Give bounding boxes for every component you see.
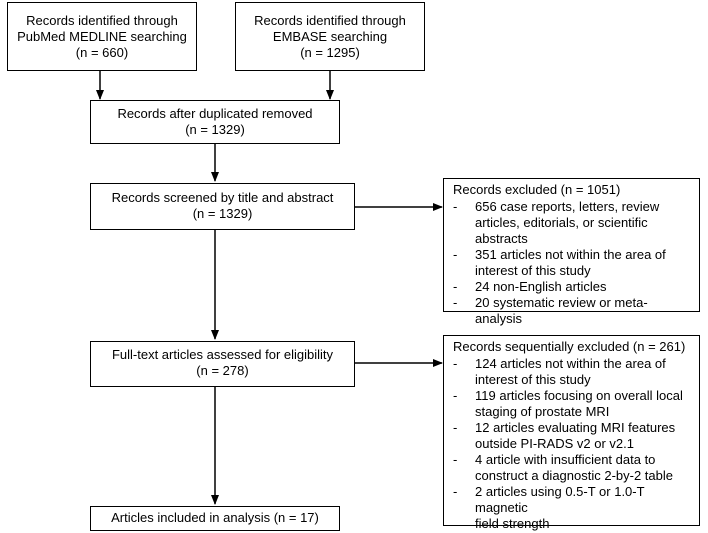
item-line: 119 articles focusing on overall local xyxy=(475,388,683,403)
item-line: interest of this study xyxy=(475,372,591,387)
item-line: staging of prostate MRI xyxy=(475,404,610,419)
fulltext-line-2: (n = 278) xyxy=(196,363,249,378)
item-line: abstracts xyxy=(475,231,528,246)
screening-excluded-item: - 656 case reports, letters, review arti… xyxy=(453,199,693,247)
item-line: 351 articles not within the area of xyxy=(475,247,666,262)
bullet-dash: - xyxy=(453,420,458,435)
fulltext-excluded-item: - 119 articles focusing on overall local… xyxy=(453,388,693,420)
item-line: 656 case reports, letters, review xyxy=(475,199,660,214)
fulltext-excluded-item: - 4 article with insufficient data to co… xyxy=(453,452,693,484)
item-line: construct a diagnostic 2-by-2 table xyxy=(475,468,673,483)
fulltext-excluded-item: - 12 articles evaluating MRI features ou… xyxy=(453,420,693,452)
screening-excluded-list: - 656 case reports, letters, review arti… xyxy=(453,199,693,327)
included-line-1: Articles included in analysis (n = 17) xyxy=(111,510,319,525)
dedup-records-box: Records after duplicated removed (n = 13… xyxy=(90,100,340,144)
item-line: articles, editorials, or scientific xyxy=(475,215,648,230)
screening-excluded-title: Records excluded (n = 1051) xyxy=(453,182,621,197)
bullet-dash: - xyxy=(453,279,458,294)
embase-records-box: Records identified through EMBASE search… xyxy=(235,2,425,71)
bullet-dash: - xyxy=(453,452,458,467)
screening-excluded-item: - 351 articles not within the area of in… xyxy=(453,247,693,279)
screened-line-1: Records screened by title and abstract xyxy=(111,190,334,205)
pubmed-line-3: (n = 660) xyxy=(75,45,129,60)
screening-excluded-box: Records excluded (n = 1051) - 656 case r… xyxy=(443,178,700,326)
bullet-dash: - xyxy=(453,388,458,403)
bullet-dash: - xyxy=(453,199,458,214)
bullet-dash: - xyxy=(453,356,458,371)
item-line: 12 articles evaluating MRI features xyxy=(475,420,676,435)
embase-line-1: Records identified through xyxy=(254,13,406,28)
pubmed-line-2: PubMed MEDLINE searching xyxy=(17,29,187,44)
screened-line-2: (n = 1329) xyxy=(192,206,253,221)
item-line: 4 article with insufficient data to xyxy=(475,452,656,467)
item-line: field strength xyxy=(475,516,550,531)
item-line: outside PI-RADS v2 or v2.1 xyxy=(475,436,634,451)
fulltext-assessed-box: Full-text articles assessed for eligibil… xyxy=(90,341,355,387)
embase-line-3: (n = 1295) xyxy=(300,45,360,60)
item-line: interest of this study xyxy=(475,263,591,278)
screening-excluded-item: - 20 systematic review or meta-analysis xyxy=(453,295,693,327)
embase-line-2: EMBASE searching xyxy=(272,29,388,44)
fulltext-excluded-item: - 2 articles using 0.5-T or 1.0-T magnet… xyxy=(453,484,693,532)
fulltext-excluded-box: Records sequentially excluded (n = 261) … xyxy=(443,335,700,531)
item-line: 124 articles not within the area of xyxy=(475,356,666,371)
screening-excluded-item: - 24 non-English articles xyxy=(453,279,693,295)
pubmed-records-box: Records identified through PubMed MEDLIN… xyxy=(7,2,197,71)
dedup-line-1: Records after duplicated removed xyxy=(117,106,313,121)
fulltext-excluded-title: Records sequentially excluded (n = 261) xyxy=(453,339,686,354)
item-line: 2 articles using 0.5-T or 1.0-T magnetic xyxy=(475,484,645,515)
item-line: 20 systematic review or meta-analysis xyxy=(475,295,648,326)
pubmed-line-1: Records identified through xyxy=(26,13,178,28)
fulltext-excluded-list: - 124 articles not within the area of in… xyxy=(453,356,693,532)
bullet-dash: - xyxy=(453,484,458,499)
fulltext-line-1: Full-text articles assessed for eligibil… xyxy=(111,347,334,362)
bullet-dash: - xyxy=(453,247,458,262)
bullet-dash: - xyxy=(453,295,458,310)
fulltext-excluded-item: - 124 articles not within the area of in… xyxy=(453,356,693,388)
dedup-line-2: (n = 1329) xyxy=(185,122,245,137)
screened-records-box: Records screened by title and abstract (… xyxy=(90,183,355,230)
included-articles-box: Articles included in analysis (n = 17) xyxy=(90,506,340,531)
item-line: 24 non-English articles xyxy=(475,279,607,294)
